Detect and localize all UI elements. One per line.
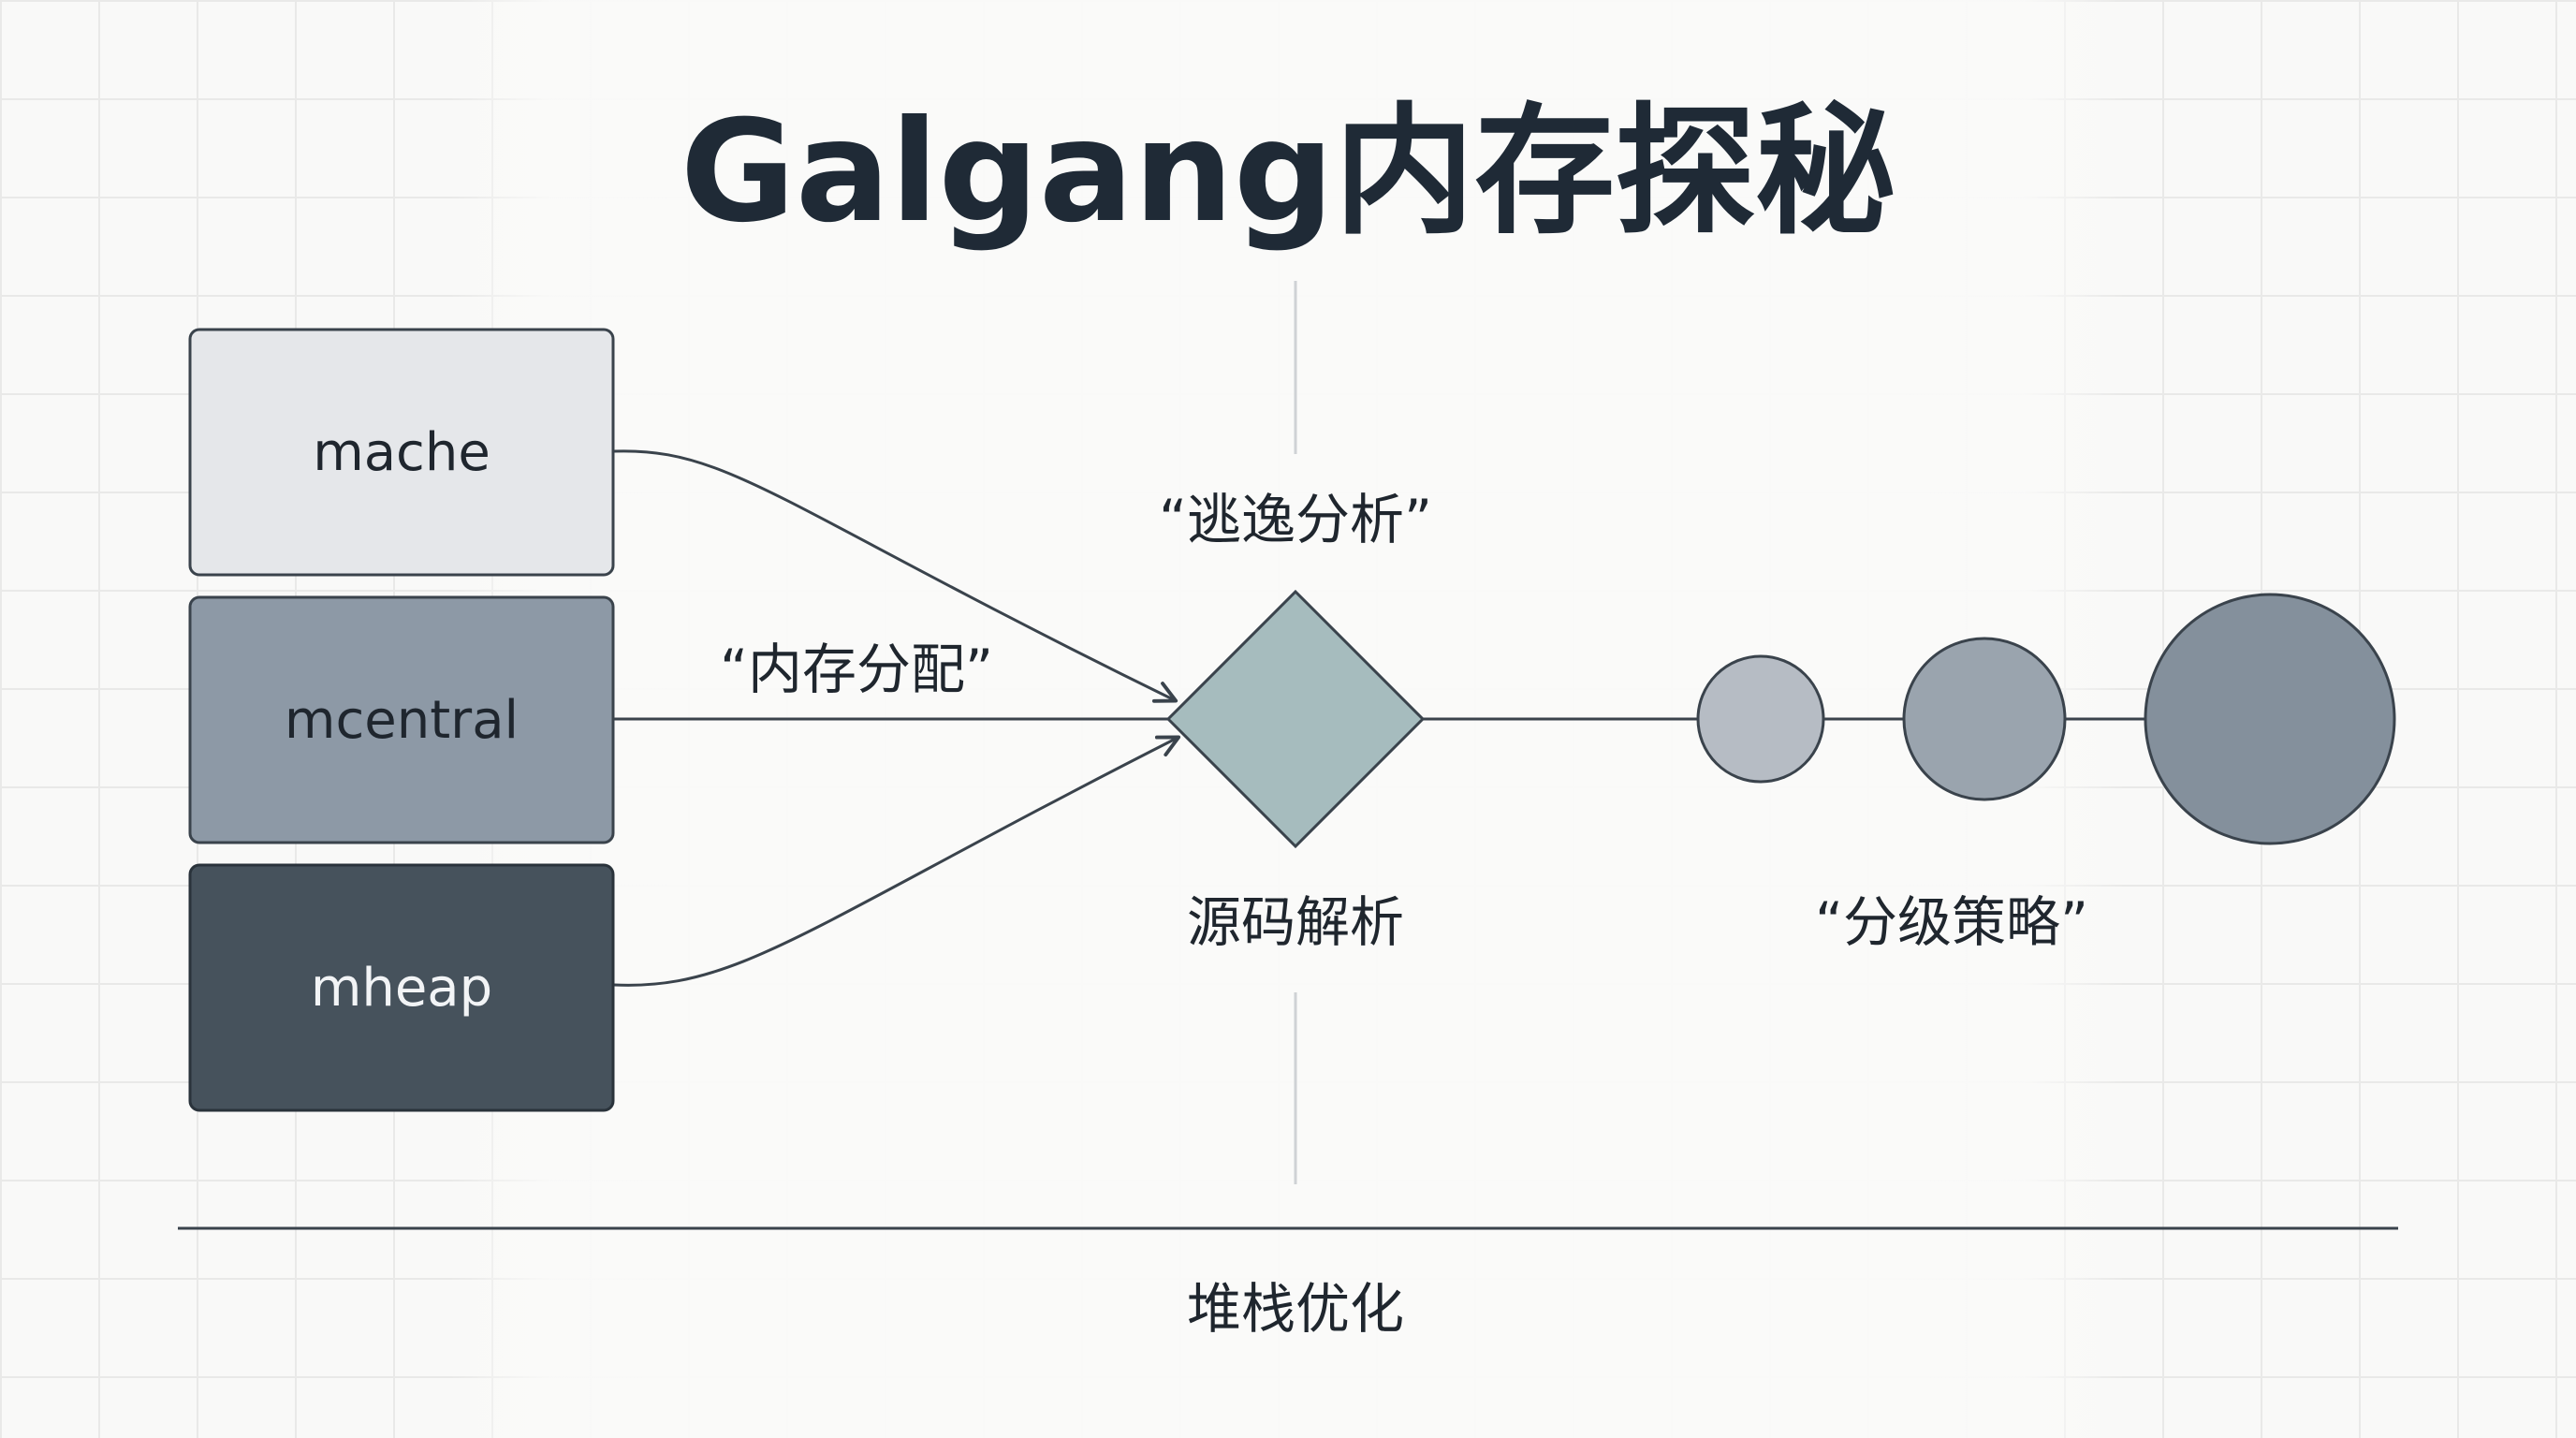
box-mheap: mheap — [188, 863, 615, 1112]
arrow-mheap-to-diamond — [613, 735, 1181, 987]
page-title: Galgang内存探秘 — [681, 91, 1896, 254]
label-source-analysis: 源码解析 — [1187, 890, 1404, 954]
circle-small — [1696, 654, 1825, 784]
label-escape-analysis: “逃逸分析” — [1159, 488, 1432, 551]
arrow-mache-to-diamond — [613, 449, 1178, 703]
circle-medium — [1902, 637, 2067, 801]
box-mheap-rect — [188, 863, 615, 1112]
box-mache-label: mache — [313, 422, 490, 483]
label-stack-optimization: 堆栈优化 — [1187, 1277, 1404, 1341]
box-mcentral-label: mcentral — [285, 690, 519, 751]
circle-large — [2144, 593, 2396, 845]
decision-diamond — [1165, 589, 1426, 849]
box-mcentral: mcentral — [188, 595, 615, 844]
box-mache-rect — [188, 328, 615, 577]
box-mcentral-rect — [188, 595, 615, 844]
label-memory-allocation: “内存分配” — [720, 638, 993, 701]
box-mheap-label: mheap — [311, 958, 492, 1019]
label-tiered-strategy: “分级策略” — [1815, 890, 2088, 954]
box-mache: mache — [188, 328, 615, 577]
